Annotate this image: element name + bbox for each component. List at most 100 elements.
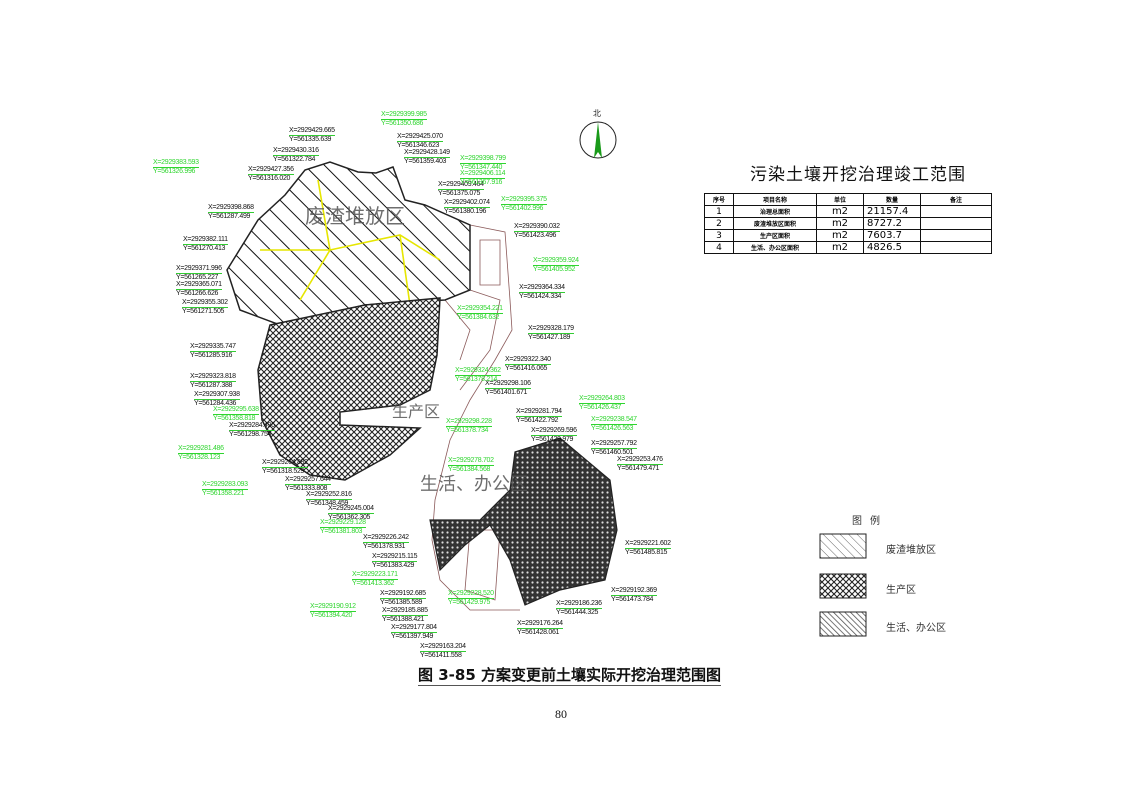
col-unit: 单位: [816, 193, 864, 206]
coordinate-x: X=2929269.596: [531, 427, 577, 436]
coordinate-y: Y=561384.568: [448, 466, 491, 473]
coordinate-x: X=2929425.070: [397, 133, 443, 142]
coordinate-x: X=2929429.665: [289, 127, 335, 136]
coordinate-y: Y=561473.784: [611, 596, 654, 603]
cell-unit: m2: [816, 241, 864, 254]
coordinate-x: X=2929226.242: [363, 534, 409, 543]
coordinate-y: Y=561326.996: [153, 168, 196, 175]
legend-swatches: [819, 533, 867, 637]
coordinate-x: X=2929192.369: [611, 587, 657, 596]
coordinate-y: Y=561383.429: [372, 562, 415, 569]
coordinate-x: X=2929307.938: [194, 391, 240, 400]
cell-qty: 4826.5: [863, 241, 921, 254]
coordinate-x: X=2929228.520: [448, 590, 494, 599]
coordinate-y: Y=561394.420: [310, 612, 353, 619]
coordinate-x: X=2929163.204: [420, 643, 466, 652]
coordinate-y: Y=561428.061: [517, 629, 560, 636]
coordinate-x: X=2929264.803: [579, 395, 625, 404]
coordinate-y: Y=561287.499: [208, 213, 251, 220]
coordinate-x: X=2929398.799: [460, 155, 506, 164]
coordinate-y: Y=561358.818: [213, 415, 256, 422]
coordinate-y: Y=561285.916: [190, 352, 233, 359]
coordinate-x: X=2929355.302: [182, 299, 228, 308]
coordinate-y: Y=561397.949: [391, 633, 434, 640]
coordinate-y: Y=561429.975: [448, 599, 491, 606]
coordinate-y: Y=561479.471: [617, 465, 660, 472]
coordinate-y: Y=561358.221: [202, 490, 245, 497]
coordinate-y: Y=561284.436: [194, 400, 237, 407]
cell-remark: [920, 205, 992, 218]
coordinate-y: Y=561348.459: [306, 500, 349, 507]
coordinate-x: X=2929398.868: [208, 204, 254, 213]
coordinate-y: Y=561270.413: [183, 245, 226, 252]
coordinate-x: X=2929406.114: [460, 170, 506, 179]
coordinate-y: Y=561298.754: [229, 431, 272, 438]
legend-title: 图例: [852, 516, 888, 527]
coordinate-y: Y=561405.952: [533, 266, 576, 273]
legend-swatch-production: [819, 573, 867, 599]
coordinate-x: X=2929298.106: [485, 380, 531, 389]
living-zone-polygon: [429, 437, 618, 606]
coordinate-y: Y=561426.563: [591, 425, 634, 432]
cell-remark: [920, 229, 992, 242]
col-no: 序号: [704, 193, 734, 206]
coordinate-x: X=2929409.464: [438, 181, 484, 190]
coordinate-x: X=2929223.171: [352, 571, 398, 580]
coordinate-y: Y=561424.334: [519, 293, 562, 300]
zone-label-waste: 废渣堆放区: [305, 204, 405, 228]
road-lines: [260, 179, 441, 306]
table-header-row: 序号 项目名称 单位 数量 备注: [704, 193, 992, 206]
cell-qty: 7603.7: [863, 229, 921, 242]
col-qty: 数量: [863, 193, 921, 206]
coordinate-x: X=2929295.638: [213, 406, 259, 415]
legend-label-waste: 废渣堆放区: [886, 545, 936, 556]
cell-qty: 21157.4: [863, 205, 921, 218]
coordinate-x: X=2929278.702: [448, 457, 494, 466]
figure-caption: 图 3-85 方案变更前土壤实际开挖治理范围图: [418, 666, 721, 686]
coordinate-y: Y=561378.931: [363, 543, 406, 550]
coordinate-x: X=2929427.356: [248, 166, 294, 175]
zone-label-production: 生产区: [392, 402, 441, 421]
coordinate-x: X=2929359.924: [533, 257, 579, 266]
coordinate-x: X=2929323.818: [190, 373, 236, 382]
production-zone-polygon: [257, 297, 441, 481]
coordinate-y: Y=561416.065: [505, 365, 548, 372]
coordinate-x: X=2929402.074: [444, 199, 490, 208]
coordinate-x: X=2929221.602: [625, 540, 671, 549]
coordinate-y: Y=561423.496: [514, 232, 557, 239]
coordinate-y: Y=561362.305: [328, 514, 371, 521]
coordinate-x: X=2929324.362: [455, 367, 501, 376]
coordinate-x: X=2929322.340: [505, 356, 551, 365]
coordinate-y: Y=561402.996: [501, 205, 544, 212]
coordinate-y: Y=561380.196: [444, 208, 487, 215]
cell-unit: m2: [816, 229, 864, 242]
coordinate-y: Y=561328.123: [178, 454, 221, 461]
cell-no: 3: [704, 229, 734, 242]
